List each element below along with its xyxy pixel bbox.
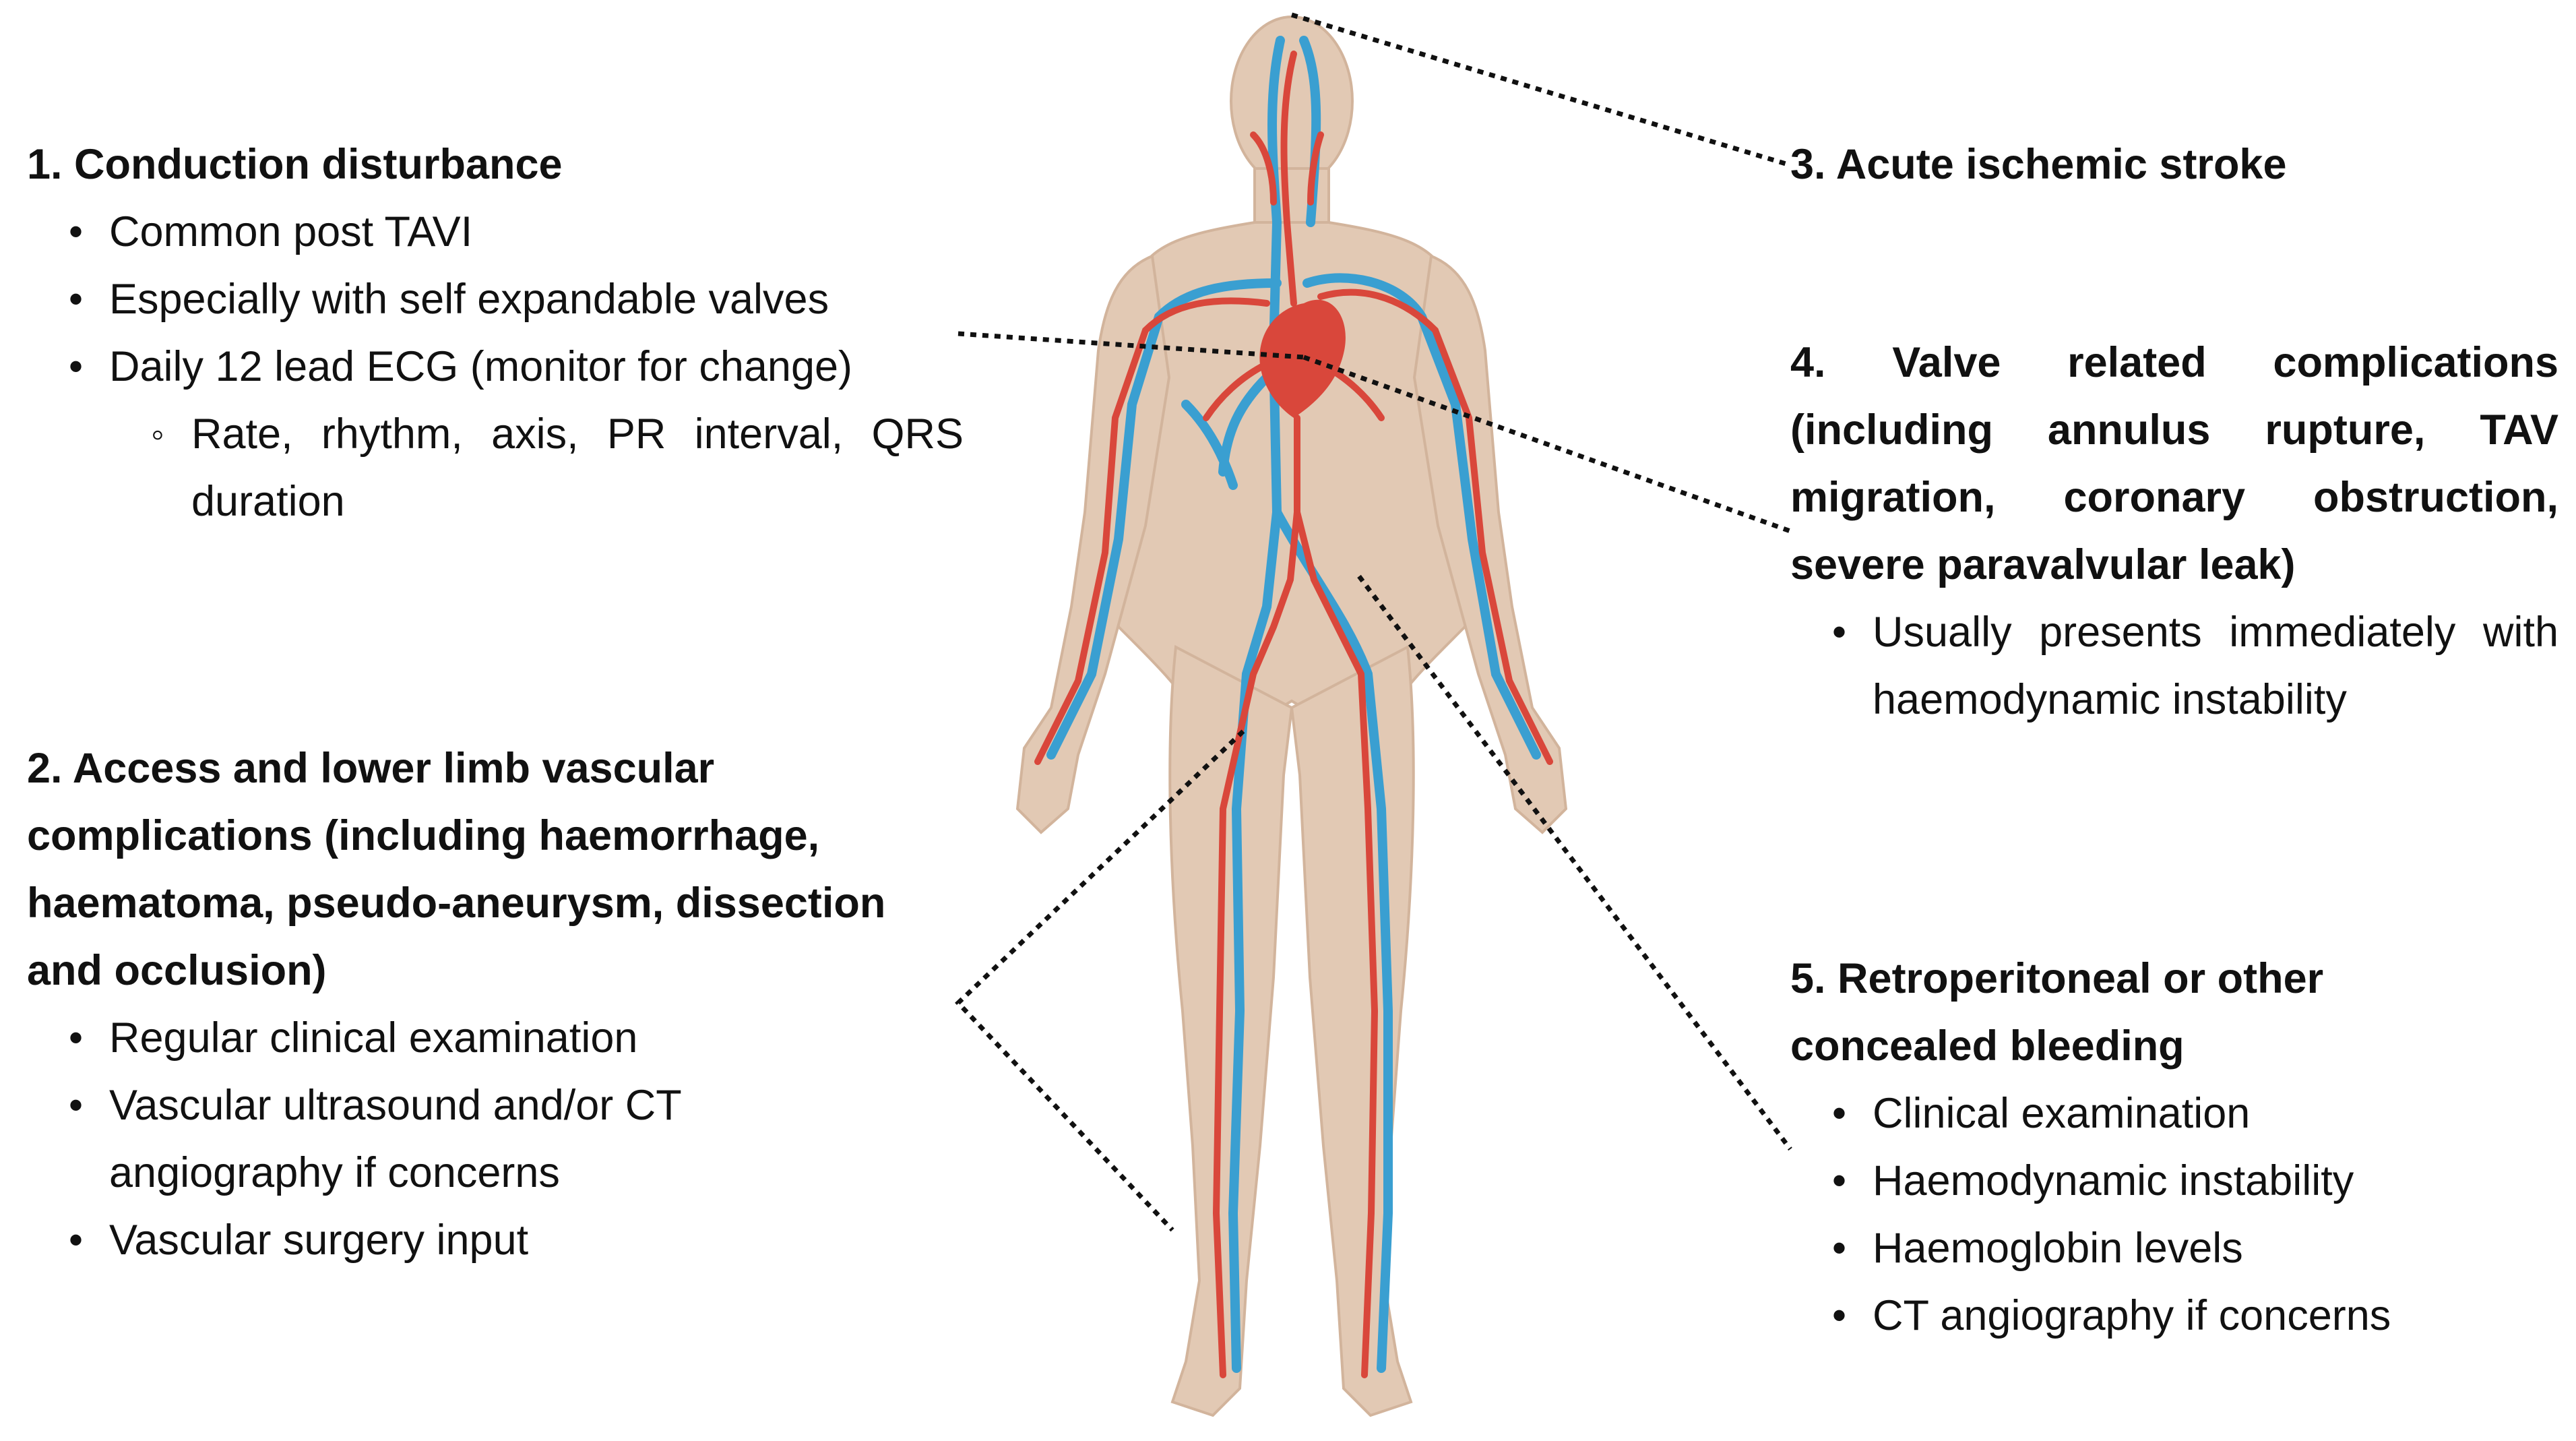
- heading-access-vascular-complications: 2. Access and lower limb vascular compli…: [27, 745, 886, 994]
- artery-path: [1317, 288, 1553, 765]
- artery-path: [1212, 415, 1300, 1378]
- artery-path: [1294, 509, 1379, 1378]
- conduction-sub-bullet-list: Rate, rhythm, axis, PR interval, QRS dur…: [27, 400, 964, 535]
- list-item: Rate, rhythm, axis, PR interval, QRS dur…: [109, 400, 964, 535]
- vein-path: [1302, 273, 1541, 760]
- arteries-network: [1034, 51, 1553, 1378]
- leader-line-access: [955, 729, 1245, 1232]
- artery-path: [1250, 131, 1277, 206]
- bleeding-bullet-list: Clinical examination Haemodynamic instab…: [1790, 1080, 2464, 1349]
- conduction-bullet-list: Common post TAVI Especially with self ex…: [27, 198, 964, 400]
- heading-retroperitoneal-bleeding: 5. Retroperitoneal or other concealed bl…: [1790, 955, 2324, 1070]
- list-item: Haemoglobin levels: [1790, 1215, 2464, 1282]
- section-acute-ischemic-stroke: 3. Acute ischemic stroke: [1790, 131, 2558, 198]
- list-item: Vascular ultrasound and/or CT angiograph…: [27, 1072, 783, 1206]
- list-item: Especially with self expandable valves: [27, 266, 964, 333]
- section-valve-related-complications: 4. Valve related complications (includin…: [1790, 329, 2558, 733]
- leader-lines: [955, 12, 1792, 1232]
- valve-bullet-list: Usually presents immediately with haemod…: [1790, 599, 2558, 733]
- artery-path: [1203, 361, 1270, 421]
- list-item: CT angiography if concerns: [1790, 1282, 2464, 1349]
- heading-valve-related-complications: 4. Valve related complications (includin…: [1790, 339, 2558, 588]
- section-access-vascular-complications: 2. Access and lower limb vascular compli…: [27, 735, 943, 1274]
- artery-path: [1280, 51, 1297, 307]
- list-item: Regular clinical examination: [27, 1004, 943, 1072]
- vein-path: [1181, 400, 1238, 490]
- leader-line-conduction: [957, 331, 1305, 360]
- access-bullet-list: Regular clinical examination Vascular ul…: [27, 1004, 943, 1274]
- human-body-silhouette: [1015, 16, 1568, 1417]
- list-item: Vascular surgery input: [27, 1206, 943, 1274]
- heading-acute-ischemic-stroke: 3. Acute ischemic stroke: [1790, 141, 2287, 188]
- heading-conduction-disturbance: 1. Conduction disturbance: [27, 141, 563, 188]
- leader-line-bleeding: [1357, 574, 1792, 1151]
- list-item: Usually presents immediately with haemod…: [1790, 599, 2558, 733]
- vein-path: [1046, 278, 1282, 760]
- list-item: Daily 12 lead ECG (monitor for change): [27, 333, 964, 400]
- section-retroperitoneal-bleeding: 5. Retroperitoneal or other concealed bl…: [1790, 945, 2464, 1349]
- list-item: Haemodynamic instability: [1790, 1147, 2464, 1215]
- leader-line-valve: [1302, 355, 1792, 534]
- artery-path: [1034, 297, 1270, 765]
- leader-line-stroke: [1290, 12, 1792, 168]
- section-conduction-disturbance: 1. Conduction disturbance Common post TA…: [27, 131, 964, 535]
- artery-path: [1307, 131, 1324, 206]
- vein-path: [1218, 373, 1271, 477]
- list-item: Common post TAVI: [27, 198, 964, 266]
- list-item: Clinical examination: [1790, 1080, 2464, 1147]
